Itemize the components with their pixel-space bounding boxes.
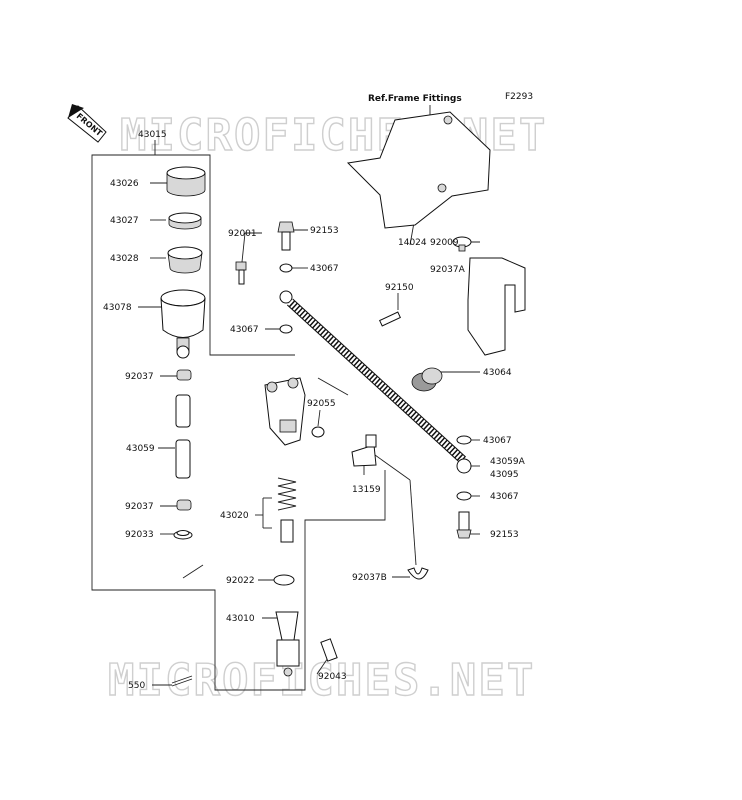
- label-43015: 43015: [138, 130, 167, 140]
- label-43078: 43078: [103, 303, 132, 313]
- cotter-pin: [171, 675, 193, 687]
- grommet: [411, 367, 443, 392]
- label-550: 550: [128, 681, 145, 691]
- push-rod: [275, 611, 300, 677]
- gasket-right-lower: [456, 491, 472, 501]
- banjo-bolt-upper: [277, 221, 295, 251]
- label-43095: 43095: [490, 470, 519, 480]
- label-92037b-clamp: 92037B: [352, 573, 387, 583]
- o-ring: [311, 426, 325, 438]
- clip-92009: [452, 236, 472, 252]
- gasket-right-upper: [456, 435, 472, 445]
- diagram-code: F2293: [505, 92, 533, 102]
- label-43067-right-lower: 43067: [490, 492, 519, 502]
- reservoir-tank: [160, 289, 206, 359]
- label-43020: 43020: [220, 511, 249, 521]
- label-43067-right-upper: 43067: [483, 436, 512, 446]
- gasket-mid: [279, 324, 293, 334]
- assembly-bracket-left: [91, 140, 386, 691]
- label-43064: 43064: [483, 368, 512, 378]
- label-92009: 92009: [430, 238, 459, 248]
- reservoir-cap: [166, 166, 206, 197]
- label-92022: 92022: [226, 576, 255, 586]
- bolt-92150: [379, 311, 401, 327]
- front-arrow-icon: FRONT: [67, 104, 107, 143]
- label-92037-upper: 92037: [125, 372, 154, 382]
- hose-clamp-lower: [176, 499, 192, 511]
- label-43067-mid: 43067: [230, 325, 259, 335]
- diaphragm-plate: [168, 212, 202, 230]
- label-13159: 13159: [352, 485, 381, 495]
- gasket-upper: [279, 263, 293, 273]
- label-43028: 43028: [110, 254, 139, 264]
- hose-clamp-b: [407, 567, 429, 580]
- label-43027: 43027: [110, 216, 139, 226]
- clevis-pin: [320, 638, 338, 662]
- ref-frame-fittings-label: Ref.Frame Fittings: [368, 94, 462, 104]
- bracket-92037a: [467, 257, 526, 356]
- master-cylinder-body: [264, 377, 306, 446]
- label-92153-lower: 92153: [490, 530, 519, 540]
- label-92153-upper: 92153: [310, 226, 339, 236]
- bolt-92001: [235, 261, 247, 285]
- label-92033: 92033: [125, 530, 154, 540]
- label-43067-upper: 43067: [310, 264, 339, 274]
- label-92037-lower: 92037: [125, 502, 154, 512]
- label-43059: 43059: [126, 444, 155, 454]
- brake-hose: [279, 290, 472, 474]
- piston-spring: [277, 477, 297, 543]
- frame-cover: [346, 111, 491, 229]
- label-92043: 92043: [318, 672, 347, 682]
- banjo-bolt-lower: [456, 511, 472, 539]
- label-92055: 92055: [307, 399, 336, 409]
- label-43010: 43010: [226, 614, 255, 624]
- hose-clamp-upper: [176, 369, 192, 381]
- assembly-bracket-inner: [155, 154, 295, 356]
- diaphragm: [167, 246, 203, 274]
- snap-ring: [173, 530, 193, 540]
- reservoir-hose: [175, 394, 191, 479]
- label-43026: 43026: [110, 179, 139, 189]
- label-92001: 92001: [228, 229, 257, 239]
- label-92150: 92150: [385, 283, 414, 293]
- label-92037a-bracket: 92037A: [430, 265, 466, 275]
- label-14024: 14024: [398, 238, 427, 248]
- hose-fitting: [351, 434, 377, 467]
- label-43059a: 43059A: [490, 457, 526, 467]
- circlip: [273, 574, 295, 586]
